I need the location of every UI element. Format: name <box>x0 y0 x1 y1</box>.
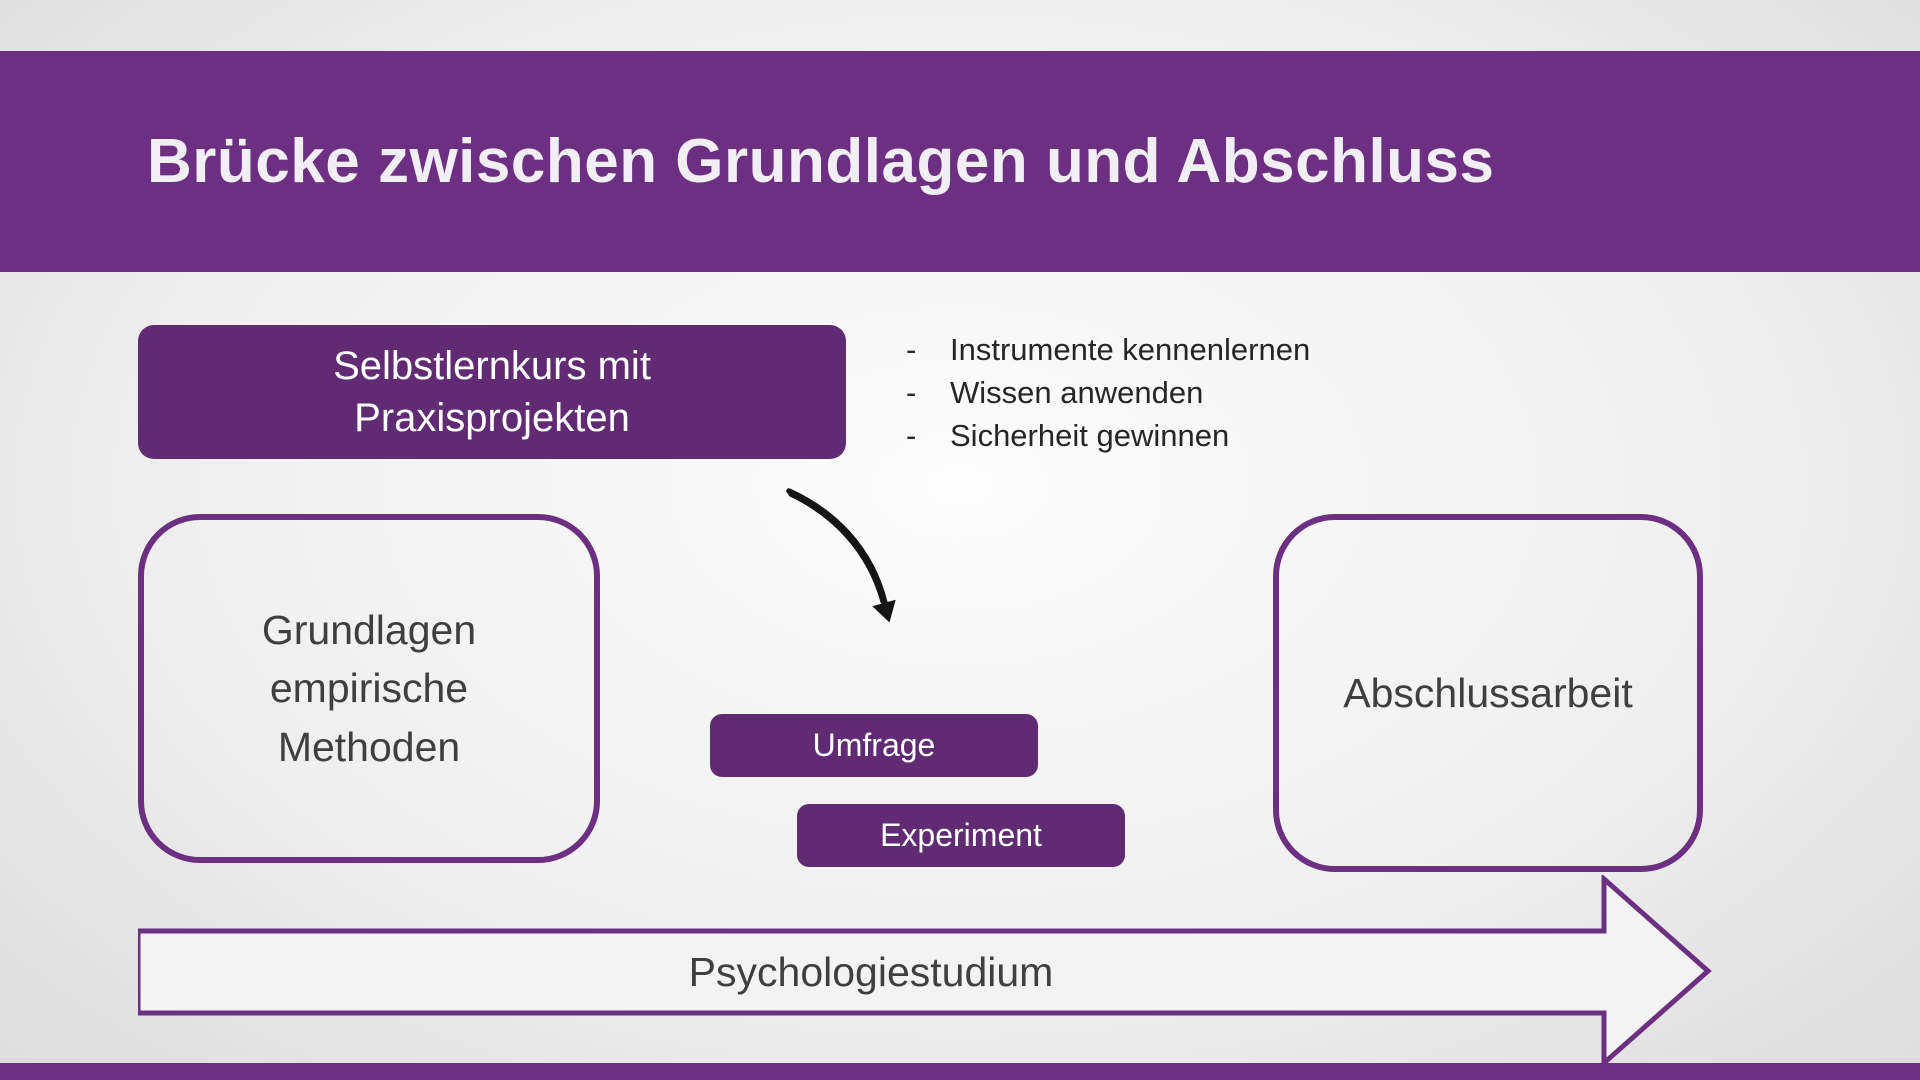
thesis-box-label: Abschlussarbeit <box>1343 669 1633 716</box>
course-box-label: Selbstlernkurs mit Praxisprojekten <box>333 344 651 440</box>
survey-tag-label: Umfrage <box>812 727 936 763</box>
foundations-box-label: Grundlagen empirische Methoden <box>261 607 477 770</box>
list-item: - Wissen anwenden <box>906 371 1310 414</box>
hand-drawn-arrow-icon <box>786 488 896 623</box>
bullet-marker: - <box>906 375 917 410</box>
bullet-text: Sicherheit gewinnen <box>950 418 1230 453</box>
header-band: Brücke zwischen Grundlagen und Abschluss <box>0 51 1920 272</box>
course-box: Selbstlernkurs mit Praxisprojekten <box>138 325 846 459</box>
bullet-list: - Instrumente kennenlernen - Wissen anwe… <box>906 328 1310 457</box>
bullet-marker: - <box>906 332 917 367</box>
experiment-tag-label: Experiment <box>880 817 1042 853</box>
list-item: - Instrumente kennenlernen <box>906 328 1310 371</box>
bullet-marker: - <box>906 418 917 453</box>
list-item: - Sicherheit gewinnen <box>906 414 1310 457</box>
survey-tag: Umfrage <box>710 714 1038 777</box>
thesis-box: Abschlussarbeit <box>1273 514 1703 872</box>
bottom-accent-strip <box>0 1063 1920 1080</box>
timeline-arrow <box>138 875 1712 1069</box>
foundations-box: Grundlagen empirische Methoden <box>138 514 600 863</box>
bullet-text: Wissen anwenden <box>950 375 1204 410</box>
slide-title: Brücke zwischen Grundlagen und Abschluss <box>147 127 1495 196</box>
timeline-label: Psychologiestudium <box>688 948 1054 995</box>
experiment-tag: Experiment <box>797 804 1125 867</box>
bullet-text: Instrumente kennenlernen <box>950 332 1311 367</box>
